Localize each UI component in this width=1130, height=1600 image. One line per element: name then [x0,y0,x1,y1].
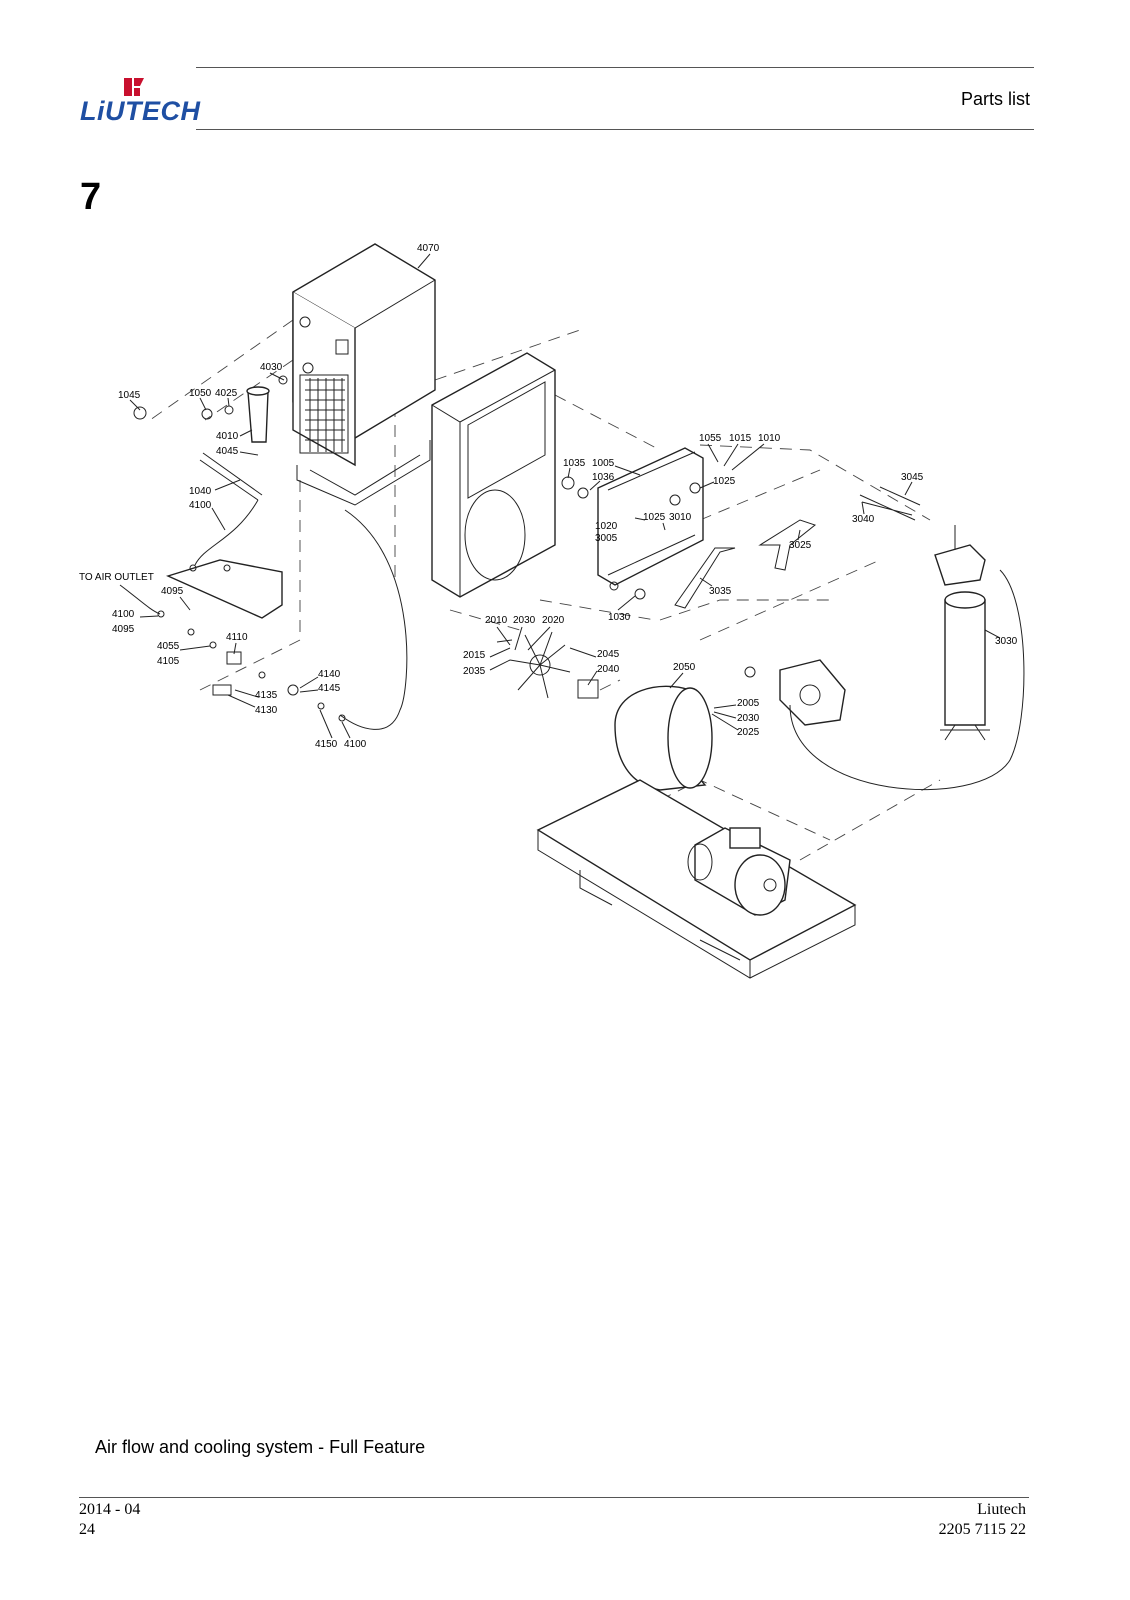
part-label: 1040 [189,486,212,497]
assembly-guide-lines [149,319,941,861]
part-label: 4095 [112,624,135,635]
part-label: 2040 [597,664,620,675]
part-label: 2005 [737,698,760,709]
tank-hose [789,569,1025,791]
electric-motor [687,827,791,916]
filter-bowl [247,391,269,443]
part-label: 1030 [608,612,631,623]
footer-doc-number: 2205 7115 22 [938,1521,1026,1538]
part-label: 3040 [852,514,875,525]
part-labels: 4070 4030 1045 1050 4025 4010 4045 1040 … [79,243,1018,750]
header-rule-top [196,67,1034,68]
footer-page-number: 24 [79,1521,95,1538]
part-label: 4130 [255,705,278,716]
logo-text: LiUTECH [80,96,201,126]
footer-rule [79,1497,1029,1498]
air-hose [339,509,408,730]
part-label: 2035 [463,666,486,677]
part-label: 3025 [789,540,812,551]
logo: LiUTECH [80,76,200,128]
part-label: 1010 [758,433,781,444]
part-label: 2025 [737,727,760,738]
part-label: TO AIR OUTLET [79,572,154,583]
exploded-parts-diagram: 4070 4030 1045 1050 4025 4010 4045 1040 … [79,243,1025,979]
part-label: 1050 [189,388,212,399]
part-label: 4100 [344,739,367,750]
part-label: 1025 [643,512,666,523]
part-label: 4140 [318,669,341,680]
cooler-core [561,447,704,591]
part-label: 1035 [563,458,586,469]
fan-shroud [614,685,713,791]
figure-caption: Air flow and cooling system - Full Featu… [95,1437,426,1457]
part-label: 4105 [157,656,180,667]
part-label: 2030 [737,713,760,724]
part-label: 4030 [260,362,283,373]
part-label: 4010 [216,431,239,442]
drain-hose [194,499,259,566]
part-label: 1045 [118,390,141,401]
part-label: 1055 [699,433,722,444]
part-label: 4095 [161,586,184,597]
part-label: 4070 [417,243,440,254]
part-label: 2015 [463,650,486,661]
part-label: 1025 [713,476,736,487]
footer-company: Liutech [977,1501,1026,1518]
logo-mark-icon [124,78,144,96]
part-label: 1020 [595,521,618,532]
page-title: Parts list [960,89,1030,109]
cooling-fan [496,631,599,699]
separator-tank [934,525,990,741]
part-label: 3030 [995,636,1018,647]
part-label: 4100 [112,609,135,620]
part-label: 4055 [157,641,180,652]
cooler-frame [431,352,556,598]
part-label: 4135 [255,690,278,701]
part-label: 4045 [216,446,239,457]
pipes [199,452,921,609]
dryer-cabinet [292,243,436,506]
part-label: 3005 [595,533,618,544]
part-label: 3035 [709,586,732,597]
part-label: 4145 [318,683,341,694]
part-label: 3010 [669,512,692,523]
header-rule-bottom [196,129,1034,130]
part-label: 3045 [901,472,924,483]
part-label: 2030 [513,615,536,626]
part-label: 2050 [673,662,696,673]
part-label: 4150 [315,739,338,750]
part-label: 2020 [542,615,565,626]
part-label: 2010 [485,615,508,626]
compressor-element [744,659,846,726]
part-label: 4110 [226,632,248,643]
part-label: 4025 [215,388,238,399]
part-label: 1005 [592,458,615,469]
part-label: 2045 [597,649,620,660]
drip-tray [166,559,283,619]
section-number: 7 [80,176,102,218]
part-label: 4100 [189,500,212,511]
footer-date: 2014 - 04 [79,1501,141,1518]
label-leaders [119,253,1001,739]
part-label: 1015 [729,433,752,444]
part-label: 1036 [592,472,615,483]
